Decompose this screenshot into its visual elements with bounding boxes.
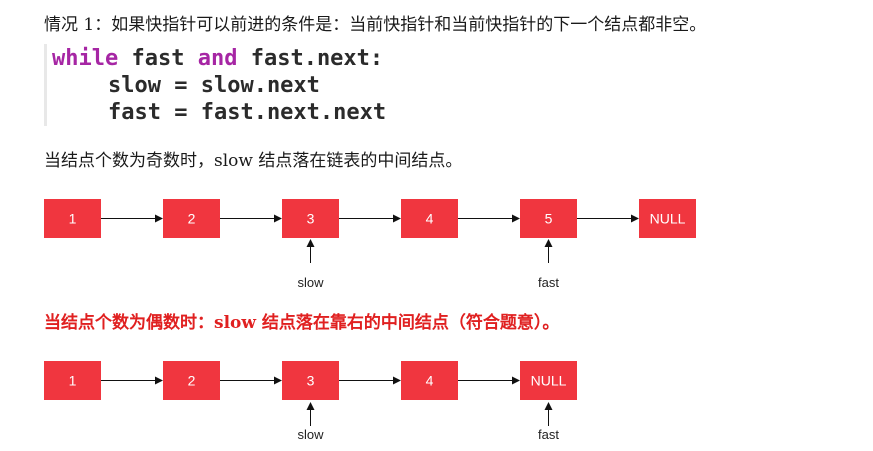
node-label: 5 bbox=[545, 211, 553, 227]
code-block: while fast and fast.next: slow = slow.ne… bbox=[44, 44, 467, 126]
odd-linked-list-diagram: 1 2 3 4 5 NULL slow fast bbox=[44, 199, 696, 290]
node-box bbox=[401, 199, 458, 238]
node-label: 1 bbox=[69, 211, 77, 227]
list-node-1: 1 bbox=[44, 361, 101, 400]
list-node-6: NULL bbox=[639, 199, 696, 238]
list-node-4: 4 bbox=[401, 361, 458, 400]
node-label: 2 bbox=[188, 373, 196, 389]
node-label: NULL bbox=[650, 211, 686, 227]
node-box bbox=[44, 361, 101, 400]
node-label: NULL bbox=[531, 373, 567, 389]
slow-pointer-label: slow bbox=[297, 427, 324, 442]
list-node-3: 3 bbox=[282, 361, 339, 400]
intro-text: 情况 1：如果快指针可以前进的条件是：当前快指针和当前快指针的下一个结点都非空。 bbox=[44, 15, 707, 35]
list-node-2: 2 bbox=[163, 361, 220, 400]
even-linked-list-diagram: 1 2 3 4 NULL slow fast bbox=[44, 361, 577, 442]
node-box bbox=[639, 199, 696, 238]
fast-pointer-label: fast bbox=[538, 427, 559, 442]
code-line-slow: slow = slow.next bbox=[108, 73, 320, 98]
node-label: 4 bbox=[426, 373, 434, 389]
list-node-2: 2 bbox=[163, 199, 220, 238]
list-node-4: 4 bbox=[401, 199, 458, 238]
node-label: 3 bbox=[307, 373, 315, 389]
code-text: fast bbox=[118, 46, 198, 71]
code-text: fast.next: bbox=[237, 46, 384, 71]
fast-pointer-label: fast bbox=[538, 275, 559, 290]
node-label: 2 bbox=[188, 211, 196, 227]
keyword-while: while bbox=[52, 46, 119, 71]
node-box bbox=[44, 199, 101, 238]
node-label: 3 bbox=[307, 211, 315, 227]
odd-case-text: 当结点个数为奇数时，slow 结点落在链表的中间结点。 bbox=[44, 151, 463, 171]
node-box bbox=[520, 199, 577, 238]
list-node-1: 1 bbox=[44, 199, 101, 238]
slow-pointer-label: slow bbox=[297, 275, 324, 290]
code-line-while: while fast and fast.next: bbox=[52, 45, 383, 72]
node-box bbox=[282, 361, 339, 400]
node-box bbox=[282, 199, 339, 238]
code-line-fast: fast = fast.next.next bbox=[108, 100, 387, 125]
list-node-3: 3 bbox=[282, 199, 339, 238]
node-label: 4 bbox=[426, 211, 434, 227]
node-box bbox=[163, 199, 220, 238]
list-node-5: 5 bbox=[520, 199, 577, 238]
even-case-text: 当结点个数为偶数时：slow 结点落在靠右的中间结点（符合题意）。 bbox=[44, 313, 560, 333]
node-box bbox=[163, 361, 220, 400]
node-label: 1 bbox=[69, 373, 77, 389]
keyword-and: and bbox=[197, 46, 238, 71]
node-box bbox=[520, 361, 577, 400]
node-box bbox=[401, 361, 458, 400]
list-node-5: NULL bbox=[520, 361, 577, 400]
